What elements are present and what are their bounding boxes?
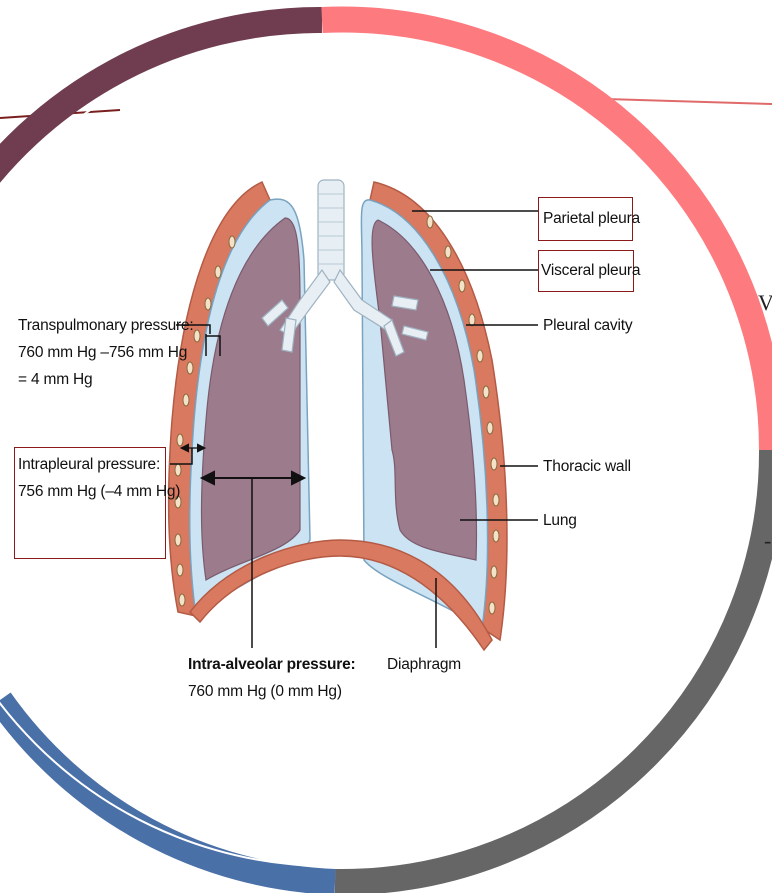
ring-segment-top-left [0,20,322,215]
edge-text-fragment-upper: V [758,290,772,316]
label-visceral-pleura: Visceral pleura [541,257,640,284]
label-parietal-pleura: Parietal pleura [543,205,640,232]
label-transpulmonary-result: = 4 mm Hg [18,366,92,393]
lungs-illustration [169,180,507,650]
label-intraalveolar-value: 760 mm Hg (0 mm Hg) [188,678,342,705]
label-pleural-cavity: Pleural cavity [543,312,632,339]
label-transpulmonary-calc: 760 mm Hg –756 mm Hg [18,339,187,366]
edge-text-fragment-lower: - [764,528,771,554]
label-diaphragm: Diaphragm [387,651,461,678]
ring-segment-bottom-blue [0,700,335,882]
header-line-right [605,99,772,104]
label-transpulmonary-title: Transpulmonary pressure: [18,312,194,339]
label-intraalveolar-title: Intra-alveolar pressure: [188,651,356,678]
label-lung: Lung [543,507,577,534]
label-thoracic-wall: Thoracic wall [543,453,631,480]
label-intrapleural-value: 756 mm Hg (–4 mm Hg) [18,478,180,505]
label-intrapleural-title: Intrapleural pressure: [18,451,160,478]
